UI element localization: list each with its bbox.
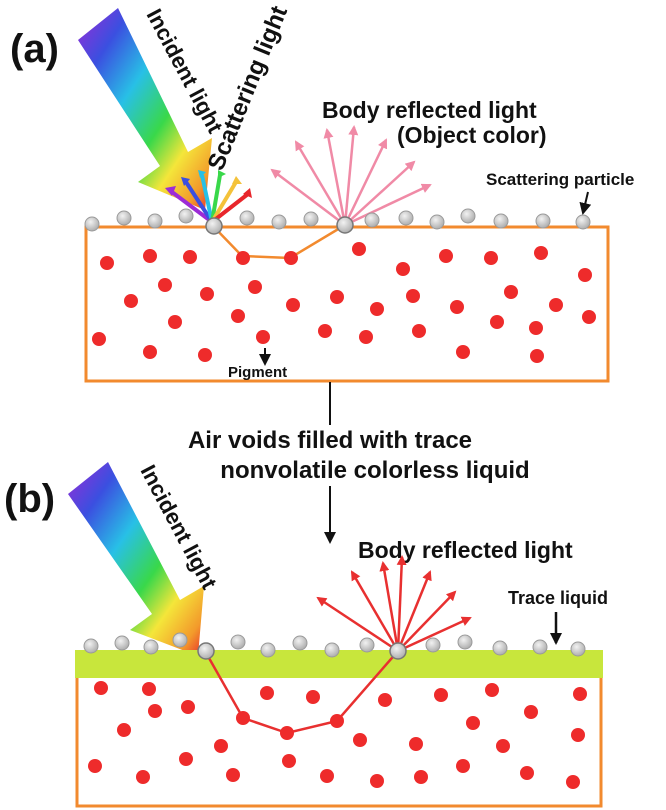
scattering-particle-pointer [579, 191, 592, 215]
pigment-label: Pigment [228, 364, 287, 381]
transition: Air voids filled with trace nonvolatile … [188, 382, 530, 544]
scattering-particles-b [83, 632, 586, 660]
body-reflected-label-a: Body reflected light [322, 97, 537, 123]
trace-liquid-label: Trace liquid [508, 588, 608, 608]
transition-text-line2: nonvolatile colorless liquid [220, 457, 529, 484]
scattering-particles-a [84, 208, 591, 235]
panel-a-label: (a) [10, 27, 59, 71]
pigments-a [92, 242, 596, 363]
object-color-label: (Object color) [397, 122, 547, 148]
body-reflected-label-b: Body reflected light [358, 537, 573, 563]
scattering-light-label: Scattering light [203, 2, 293, 174]
coating-box-a [84, 225, 610, 383]
incident-light-arrow-b [68, 462, 204, 656]
reflected-arrows-b [316, 555, 472, 653]
trace-liquid-layer [75, 650, 603, 678]
panel-b-label: (b) [4, 477, 55, 521]
scattering-light-arrows [165, 170, 252, 224]
incident-light-arrow-a [78, 8, 212, 210]
light-path-a [212, 223, 346, 260]
scattering-particle-label: Scattering particle [486, 170, 634, 189]
pigments-b [88, 681, 587, 789]
coating-box-b [75, 674, 603, 808]
panel-a: (a) Incident light Scattering light Body… [10, 2, 634, 383]
transition-text-line1: Air voids filled with trace [188, 427, 472, 454]
reflected-arrows-a [270, 125, 432, 227]
panel-b: (b) Incident light Body reflected light … [4, 461, 608, 808]
